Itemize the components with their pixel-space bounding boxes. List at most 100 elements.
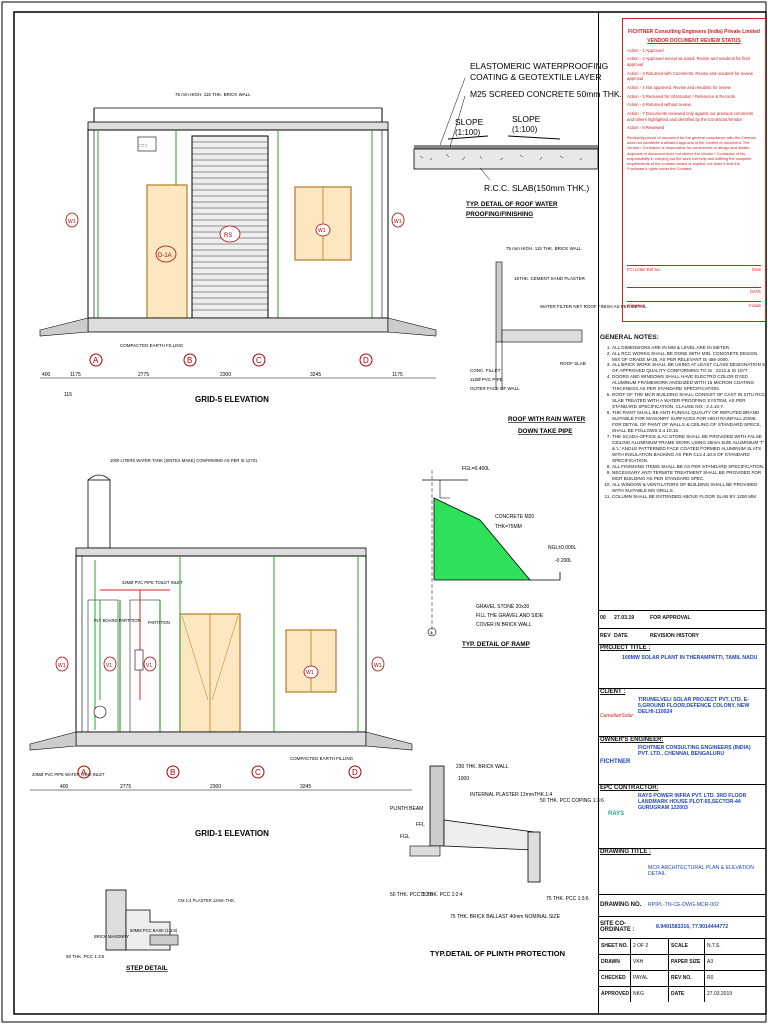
- label-pvc-toilet: 32MØ PVC PIPE TOILET INLET: [122, 580, 183, 585]
- grid-c-5: C: [256, 356, 262, 365]
- dim-3245: 3245: [310, 372, 321, 378]
- label-cement-plaster: 15THK. CEMENT SAND PLASTER: [514, 276, 586, 281]
- epc-block: EPC CONTRACTOR: RAYS RAYS POWER INFRA PV…: [598, 784, 766, 847]
- info-cell: PAYAL: [630, 970, 668, 986]
- info-cell: DRAWN: [598, 954, 630, 970]
- tag-window-right: W1: [394, 219, 402, 225]
- review-action-7: Action - 7 Documents reviewed only again…: [627, 110, 754, 122]
- label-outer-face: OUTER FACE OF WALL: [470, 386, 520, 391]
- label-plyboard: PLY BOARD PARTITION: [94, 618, 141, 623]
- step-detail: BRICK MASONRY 50MM PCC BASE (1:3:6) CM 1…: [66, 889, 235, 972]
- info-table: SHEET NO. 2 OF 2 SCALE N.T.S. DRAWN VKH …: [598, 938, 766, 1002]
- info-cell: CHECKED: [598, 970, 630, 986]
- drawing-no-label: DRAWING NO.: [600, 902, 642, 908]
- note-item: THE SCADA OFFICE & AC STORE SHALL BE PRO…: [612, 434, 766, 464]
- label-brick-230: 230 THK. BRICK WALL: [456, 764, 509, 770]
- tag-window-grid1-right: W1: [374, 663, 382, 669]
- label-step-ballast: 50MM PCC BASE (1:3:6): [130, 928, 178, 933]
- review-date: Date: [752, 267, 761, 272]
- label-screed: M25 SCREED CONCRETE 50mm THK.: [470, 89, 622, 99]
- project-block: PROJECT TITLE : 100MW SOLAR PLANT IN THE…: [598, 644, 766, 687]
- grid-a-1: A: [81, 768, 87, 777]
- revision-col-rev: REV: [600, 633, 611, 639]
- epc-logo: RAYS: [608, 811, 625, 817]
- label-roof-slab: ROOF SLAB: [560, 361, 586, 366]
- review-signature: Signature: [627, 303, 645, 308]
- info-cell: VKH: [630, 954, 668, 970]
- tag-window-w1: W1: [318, 228, 326, 234]
- review-action-2: Action - 2 Approved except as noted. Rev…: [627, 56, 750, 67]
- info-cell: APPROVED: [598, 986, 630, 1002]
- tag-v1-a: V1: [106, 663, 112, 669]
- grid1-title: GRID-1 ELEVATION: [195, 829, 269, 838]
- drawing-no-row: DRAWING NO. RPIPL-TN-CE-DWG-MCR-002: [598, 894, 766, 915]
- note-item: ROOF OF THE MCR BUILDING SHALL CONSIST O…: [612, 392, 766, 410]
- revision-col-date: DATE: [614, 633, 628, 639]
- label-partition: PARTITION: [148, 620, 170, 625]
- label-ngl-000: NGL±0.000L: [548, 545, 577, 551]
- dim-bottom-400: 400: [60, 784, 69, 790]
- label-brick-ballast: 75 THK. BRICK BALLAST 40mm NOMINAL SIZE: [450, 914, 561, 920]
- label-pcc-75: 75 THK. PCC 1:3:6: [546, 896, 589, 902]
- label-pvc-outlet: 20MØ PVC PIPE WATER TANK INLET: [32, 772, 105, 777]
- tag-shutter: RS: [224, 233, 232, 239]
- label-ffl: FFL: [416, 822, 425, 828]
- review-signature-row: Signature Initials: [627, 301, 761, 309]
- revision-no: 00: [600, 615, 606, 621]
- info-cell: SCALE: [668, 938, 704, 954]
- drawing-no-value: RPIPL-TN-CE-DWG-MCR-002: [648, 902, 719, 908]
- review-action-5: Action - 5 Received for Information / Re…: [627, 93, 735, 99]
- review-company: FICHTNER Consulting Engineers (India) Pr…: [628, 29, 760, 35]
- label-internal-plaster: INTERNAL PLASTER 12mmTHK.1:4: [470, 792, 553, 798]
- note-item: ALL BRICK WORK SHALL BE USING AT LEAST C…: [612, 362, 766, 374]
- label-brick-masonry: BRICK MASONRY: [94, 934, 129, 939]
- info-cell: A3: [704, 954, 766, 970]
- info-cell: NKG: [630, 986, 668, 1002]
- grid-b-5: B: [187, 356, 192, 365]
- owner-value: FICHTNER CONSULTING ENGINEERS (INDIA) PV…: [638, 745, 751, 757]
- grid-b-1: B: [170, 768, 175, 777]
- drawing-title-block: DRAWING TITLE : MCR ARCHITECTURAL PLAN &…: [598, 848, 766, 893]
- note-item: ALL DIMENSIONS ARE IN MM & LEVEL ARE IN …: [612, 345, 766, 351]
- label-ngl-200: -0.200L: [555, 558, 572, 564]
- note-item: COLUMN SHALL BE EXTENDED ABOVE FLOOR SLA…: [612, 494, 766, 500]
- revision-header: REV DATE REVISION HISTORY: [598, 628, 766, 643]
- rain-title-1: ROOF WITH RAIN WATER: [508, 416, 586, 423]
- drawing-frame: [13, 11, 767, 1015]
- review-action-1: Action - 1 Approved: [627, 47, 664, 53]
- dim-1175-right: 1175: [392, 372, 403, 378]
- client-logo: CanadianSolar: [600, 713, 634, 719]
- label-fgl-400: FGL=0.400L: [462, 466, 490, 472]
- review-action-8: Action - 8 Reviewed: [627, 125, 665, 131]
- info-cell: 27.03.2019: [704, 986, 766, 1002]
- label-step-pcc: 50 THK. PCC 1:3:6: [66, 954, 105, 959]
- info-cell: N.T.S.: [704, 938, 766, 954]
- review-dated: DATE: [750, 289, 761, 294]
- dim-2300: 2300: [220, 372, 231, 378]
- plinth-detail: 230 THK. BRICK WALL 1000 INTERNAL PLASTE…: [390, 764, 604, 958]
- drawing-title-value: MCR ARCHITECTURAL PLAN & ELEVATION DETAI…: [648, 865, 754, 877]
- grid-d-1: D: [352, 768, 358, 777]
- label-slope-left: SLOPE: [455, 117, 484, 127]
- site-label: SITE CO-ORDINATE :: [600, 921, 635, 933]
- notes-title: GENERAL NOTES:: [600, 334, 659, 341]
- info-cell: REV NO.: [668, 970, 704, 986]
- label-fillet: CONC. FILLET: [470, 368, 501, 373]
- project-value: 100MW SOLAR PLANT IN THERAMPATTI, TAMIL …: [622, 655, 758, 661]
- owner-logo: FICHTNER: [600, 759, 631, 765]
- client-value: TIRUNELVELI SOLAR PROJECT PVT. LTD. E-5,…: [638, 697, 750, 715]
- label-fgl: FGL: [400, 834, 410, 840]
- ramp-detail: 5 FGL=0.400L CONCRETE M20 THK=75MM NGL±0…: [422, 466, 577, 648]
- tag-window-left: W1: [68, 219, 76, 225]
- roof-detail-title-2: PROOFING/FINISHING: [466, 211, 533, 218]
- grid5-elevation: 75 mm HIGH, 115 THK. BRICK WALL :::::: D…: [39, 92, 437, 404]
- review-initials: Initials: [749, 303, 761, 308]
- dim-115: 115: [64, 392, 72, 398]
- note-item: ALL FINISHING ITEMS SHALL BE AS PER STAN…: [612, 464, 766, 470]
- vendor-review-stamp: FICHTNER Consulting Engineers (India) Pr…: [622, 18, 766, 322]
- dim-bottom-2775: 2775: [120, 784, 131, 790]
- drawing-title-label: DRAWING TITLE :: [600, 849, 651, 855]
- dim-2775: 2775: [138, 372, 149, 378]
- review-action-4: Action - 4 Not approved. Revise and resu…: [627, 84, 731, 90]
